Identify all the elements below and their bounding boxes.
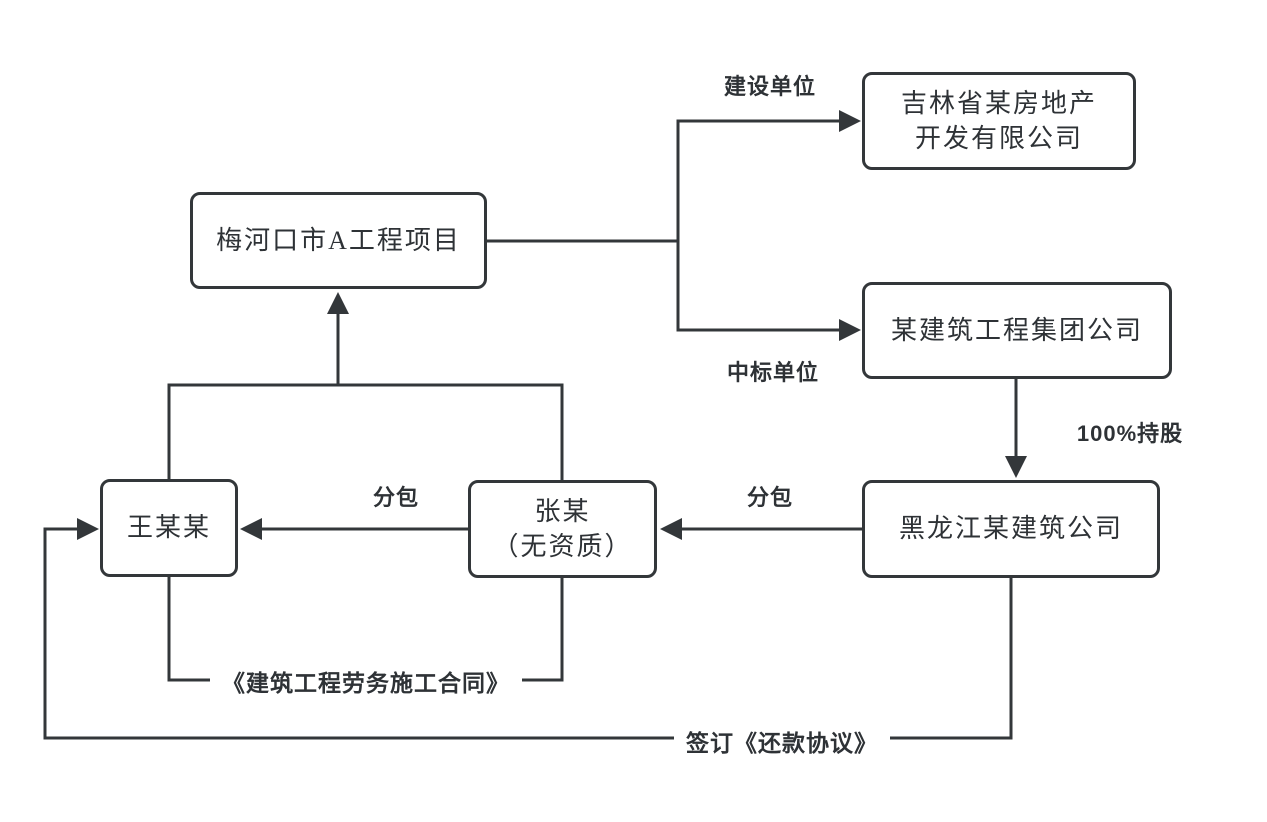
node-developer: 吉林省某房地产 开发有限公司 (862, 72, 1136, 170)
label-labor-contract: 《建筑工程劳务施工合同》 (210, 662, 522, 700)
node-developer-line1: 吉林省某房地产 (900, 88, 1097, 118)
node-zhang-line1: 张某 (534, 496, 591, 526)
edge-wang-zhang-to-project (167, 314, 564, 481)
node-group-company-label: 某建筑工程集团公司 (890, 315, 1143, 345)
node-project-label: 梅河口市A工程项目 (216, 225, 461, 255)
node-zhang-line2: （无资质） (492, 532, 633, 561)
node-heilongjiang-company: 黑龙江某建筑公司 (862, 480, 1160, 578)
arrowhead-into-wang-right (240, 518, 262, 540)
node-wang-label: 王某某 (126, 513, 211, 543)
arrowhead-into-heilongjiang (1005, 456, 1027, 478)
edge-repayment-loop (43, 527, 1013, 740)
label-subcontract-to-wang: 分包 (372, 485, 420, 510)
arrowhead-into-zhang (660, 518, 682, 540)
arrowhead-into-wang-left (77, 518, 99, 540)
label-winning-bid-unit: 中标单位 (726, 360, 820, 385)
node-project: 梅河口市A工程项目 (190, 192, 487, 289)
arrowhead-into-project (327, 292, 349, 314)
node-heilongjiang-company-label: 黑龙江某建筑公司 (898, 514, 1123, 544)
node-developer-line2: 开发有限公司 (914, 124, 1083, 153)
node-wang: 王某某 (100, 479, 238, 577)
node-zhang: 张某 （无资质） (468, 480, 657, 578)
label-construction-unit: 建设单位 (723, 74, 817, 99)
label-repayment-agreement: 签订《还款协议》 (674, 722, 890, 760)
label-shareholding-100: 100%持股 (1076, 421, 1184, 446)
edge-junction-to-developer (676, 119, 840, 241)
edge-junction-to-group-company (676, 241, 840, 332)
label-subcontract-to-zhang: 分包 (746, 485, 794, 510)
node-group-company: 某建筑工程集团公司 (862, 282, 1172, 379)
arrowhead-into-group-company (839, 319, 861, 341)
arrowhead-into-developer (839, 110, 861, 132)
